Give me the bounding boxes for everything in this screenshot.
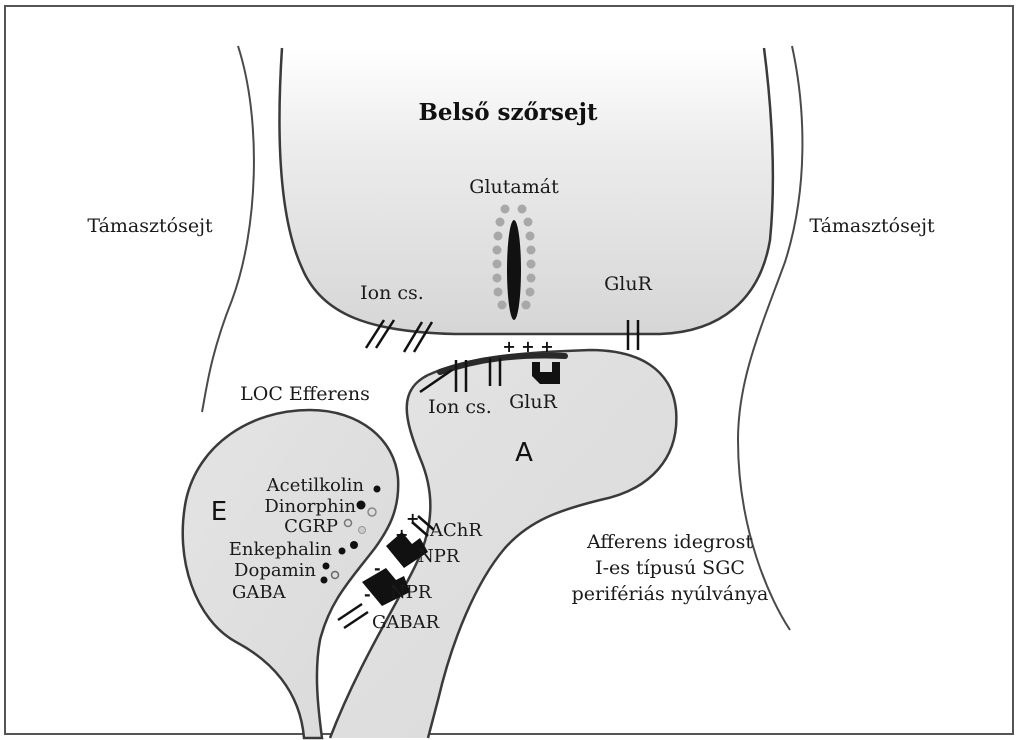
glutamate-label: Glutamát: [469, 176, 559, 198]
synaptic-ribbon: [507, 220, 521, 320]
afferent-description-line-2: I-es típusú SGC: [595, 557, 745, 579]
afferent-description-line-1: Afferens idegrost: [586, 531, 753, 553]
charge-minus-2: -: [364, 585, 371, 604]
afferent-letter: A: [515, 438, 533, 468]
receptor-gabar: GABAR: [372, 612, 440, 633]
afferent-ion-channel-label: Ion cs.: [428, 396, 492, 418]
receptor-npr-1: NPR: [418, 546, 460, 567]
hair-cell-ion-channel-label: Ion cs.: [360, 282, 424, 304]
efferent-letter: E: [211, 497, 227, 527]
receptor-achr: AChR: [429, 520, 482, 541]
hair-cell-glur-label: GluR: [604, 273, 652, 295]
support-cell-left-label: Támasztósejt: [87, 215, 213, 237]
efferent-title: LOC Efferens: [240, 383, 370, 405]
afferent-glur-label: GluR: [509, 391, 557, 413]
charge-plus-2: +: [395, 525, 408, 544]
transmitter-gaba: GABA: [232, 582, 287, 603]
charge-minus-1: -: [374, 559, 381, 578]
afferent-description-line-3: perifériás nyúlványa: [572, 583, 769, 605]
hair-cell-title: Belső szőrsejt: [418, 99, 597, 126]
receptor-npr-2: NPR: [390, 582, 432, 603]
transmitter-dopamin: Dopamin: [234, 560, 316, 581]
transmitter-enkephalin: Enkephalin: [229, 539, 333, 560]
transmitter-dinorphin: Dinorphin: [264, 496, 356, 517]
support-cell-right-label: Támasztósejt: [809, 215, 935, 237]
afferent-charge: + + +: [502, 337, 553, 356]
transmitter-acetilkolin: Acetilkolin: [266, 475, 365, 496]
transmitter-cgrp: CGRP: [284, 516, 338, 537]
